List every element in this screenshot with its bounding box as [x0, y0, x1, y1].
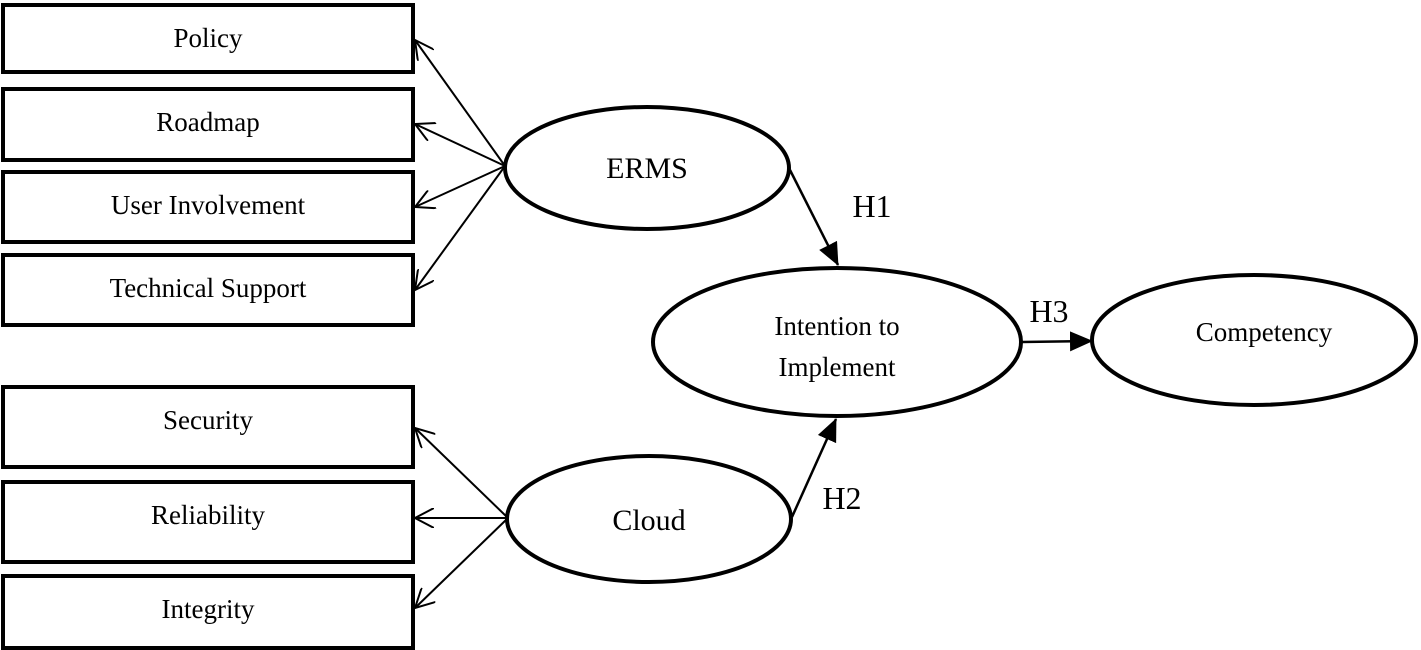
hypothesis-h3-label: H3 — [1029, 293, 1068, 329]
erms-to-user-involvement-arrow — [415, 165, 506, 207]
construct-label: Cloud — [612, 504, 685, 537]
construct-competency: Competency — [1090, 273, 1418, 407]
h2-path-arrow — [790, 418, 838, 518]
erms-to-technical-support-arrow — [415, 165, 506, 290]
construct-label: Competency — [1196, 317, 1333, 347]
erms-to-policy-arrow — [415, 40, 506, 167]
cloud-to-integrity-arrow — [415, 517, 509, 608]
h3-path-arrow — [1021, 331, 1093, 352]
indicator-roadmap: Roadmap — [1, 87, 415, 162]
hypothesis-h1-label: H1 — [852, 188, 891, 224]
construct-label-line1: Intention to — [774, 311, 899, 341]
indicator-integrity: Integrity — [1, 574, 415, 650]
indicator-user-involvement: User Involvement — [1, 170, 415, 244]
cloud-to-security-arrow — [415, 428, 509, 519]
erms-to-roadmap-arrow — [415, 124, 506, 167]
construct-intention-to-implement: Intention to Implement — [651, 266, 1023, 418]
indicator-label: Roadmap — [156, 107, 259, 137]
indicator-label: Technical Support — [110, 273, 307, 303]
indicator-label: Security — [163, 405, 253, 435]
indicator-label: User Involvement — [111, 190, 306, 220]
indicator-technical-support: Technical Support — [1, 253, 415, 327]
indicator-reliability: Reliability — [1, 480, 415, 564]
construct-cloud: Cloud — [505, 454, 793, 584]
construct-label-line2: Implement — [779, 352, 896, 382]
indicator-security: Security — [1, 385, 415, 469]
construct-label: ERMS — [606, 152, 688, 185]
hypothesis-h2-label: H2 — [822, 480, 861, 516]
indicator-label: Policy — [173, 23, 243, 53]
indicator-policy: Policy — [1, 3, 415, 74]
indicator-label: Integrity — [162, 594, 255, 624]
h1-path-arrow — [788, 169, 840, 266]
construct-erms: ERMS — [503, 105, 791, 231]
indicator-label: Reliability — [151, 500, 265, 530]
